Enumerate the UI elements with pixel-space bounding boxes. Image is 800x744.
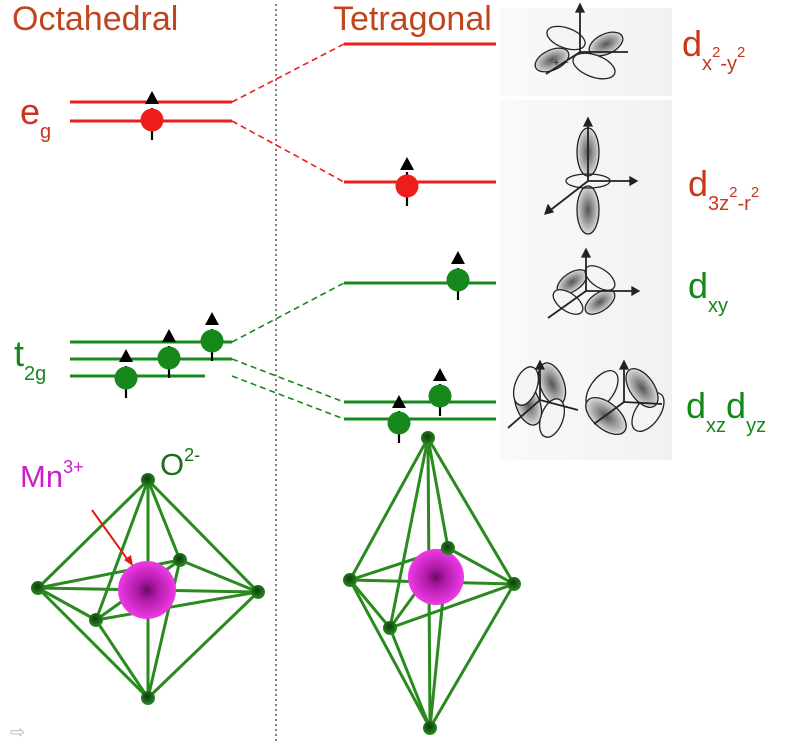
elongated-octahedron [348, 436, 516, 730]
dxy-label: dxy [688, 265, 729, 317]
electron [200, 312, 224, 361]
octahedral-header: Octahedral [12, 0, 179, 38]
mn-ion-left [118, 561, 176, 619]
dz2-sup-1: 2 [729, 184, 738, 201]
tetragonal-header: Tetragonal [333, 0, 492, 38]
oxygen-atom [421, 431, 435, 445]
up-arrow-icon [119, 349, 133, 362]
oxygen-atom [89, 613, 103, 627]
dxy-orbital-icon [547, 247, 641, 319]
dx2y2-subscript: x2-y2 [702, 45, 745, 75]
mn-ion-label: Mn3+ [20, 458, 84, 492]
electron [157, 329, 181, 378]
oxygen-atom [507, 577, 521, 591]
oxygen-atom [383, 621, 397, 635]
dx2y2-orbital-icon: + − [534, 2, 628, 80]
up-arrow-icon [451, 251, 465, 264]
up-arrow-icon [392, 395, 406, 408]
connector-t2g-up [231, 282, 345, 343]
up-arrow-icon [145, 91, 159, 104]
oxygen-ion-label: O2- [160, 446, 200, 480]
dxz-orbital-icon [507, 359, 579, 438]
dz2-sub-r: -r [737, 193, 751, 215]
dxy-sub: xy [708, 295, 729, 317]
electron [395, 157, 419, 206]
dxz-d: d [686, 385, 707, 426]
mn-charge: 3+ [63, 457, 84, 477]
oxygen-atom [141, 691, 155, 705]
dyz-orbital-icon [585, 359, 665, 436]
dz2-sup-2: 2 [750, 184, 760, 201]
eg-label-main: e [20, 91, 41, 132]
dx2y2-label: dx2-y2 [682, 23, 745, 75]
dxy-d: d [688, 265, 709, 306]
connector-eg-up [231, 43, 345, 103]
oxygen-atom [251, 585, 265, 599]
oxygen-atom [423, 721, 437, 735]
dyz-d: d [726, 385, 747, 426]
up-arrow-icon [162, 329, 176, 342]
oxygen-atoms-right [343, 431, 521, 735]
o-charge: 2- [184, 445, 201, 465]
eg-label-sub: g [40, 121, 52, 143]
t2g-label: t2g [14, 333, 47, 385]
electron [387, 395, 411, 443]
dyz-sub: yz [746, 415, 767, 437]
o-symbol: O [160, 447, 185, 482]
electron [428, 368, 452, 416]
splitting-connectors [231, 43, 345, 420]
electron [446, 251, 470, 300]
electron [140, 91, 164, 140]
dz2-label: d3z2-r2 [688, 163, 759, 215]
oxygen-atom [441, 541, 455, 555]
eg-label: eg [20, 91, 52, 143]
oxygen-atom [31, 581, 45, 595]
dxz-sub: xz [706, 415, 727, 437]
dx2y2-sub-x: x [702, 53, 713, 75]
up-arrow-icon [433, 368, 447, 381]
oxygen-atom [343, 573, 357, 587]
oxygen-atoms-left [31, 473, 265, 705]
up-arrow-icon [205, 312, 219, 325]
dz2-d: d [688, 163, 709, 204]
dz2-orbital-icon [544, 116, 639, 235]
oxygen-atom [141, 473, 155, 487]
electron [114, 349, 138, 398]
dz2-subscript: 3z2-r2 [708, 185, 759, 215]
dxzdyz-label: dxzdyz [686, 385, 767, 437]
forward-arrow-icon[interactable]: ⇨ [10, 722, 26, 742]
mn-symbol: Mn [20, 459, 64, 494]
mn-ion-right [408, 549, 464, 605]
dx2y2-sup-2: 2 [737, 44, 746, 61]
dx2y2-sup-1: 2 [712, 44, 721, 61]
pointer-arrow [91, 509, 133, 566]
dz2-sub-z: 3z [708, 193, 730, 215]
dx2y2-d: d [682, 23, 703, 64]
svg-text:+ −: + − [553, 57, 569, 69]
oxygen-atom [173, 553, 187, 567]
connector-t2g-down-2 [231, 375, 345, 420]
t2g-label-main: t [14, 333, 25, 374]
up-arrow-icon [400, 157, 414, 170]
connector-eg-down [231, 120, 345, 183]
t2g-label-sub: 2g [24, 363, 47, 385]
dx2y2-sub-y: -y [720, 53, 738, 75]
connector-t2g-down-1 [231, 358, 345, 403]
